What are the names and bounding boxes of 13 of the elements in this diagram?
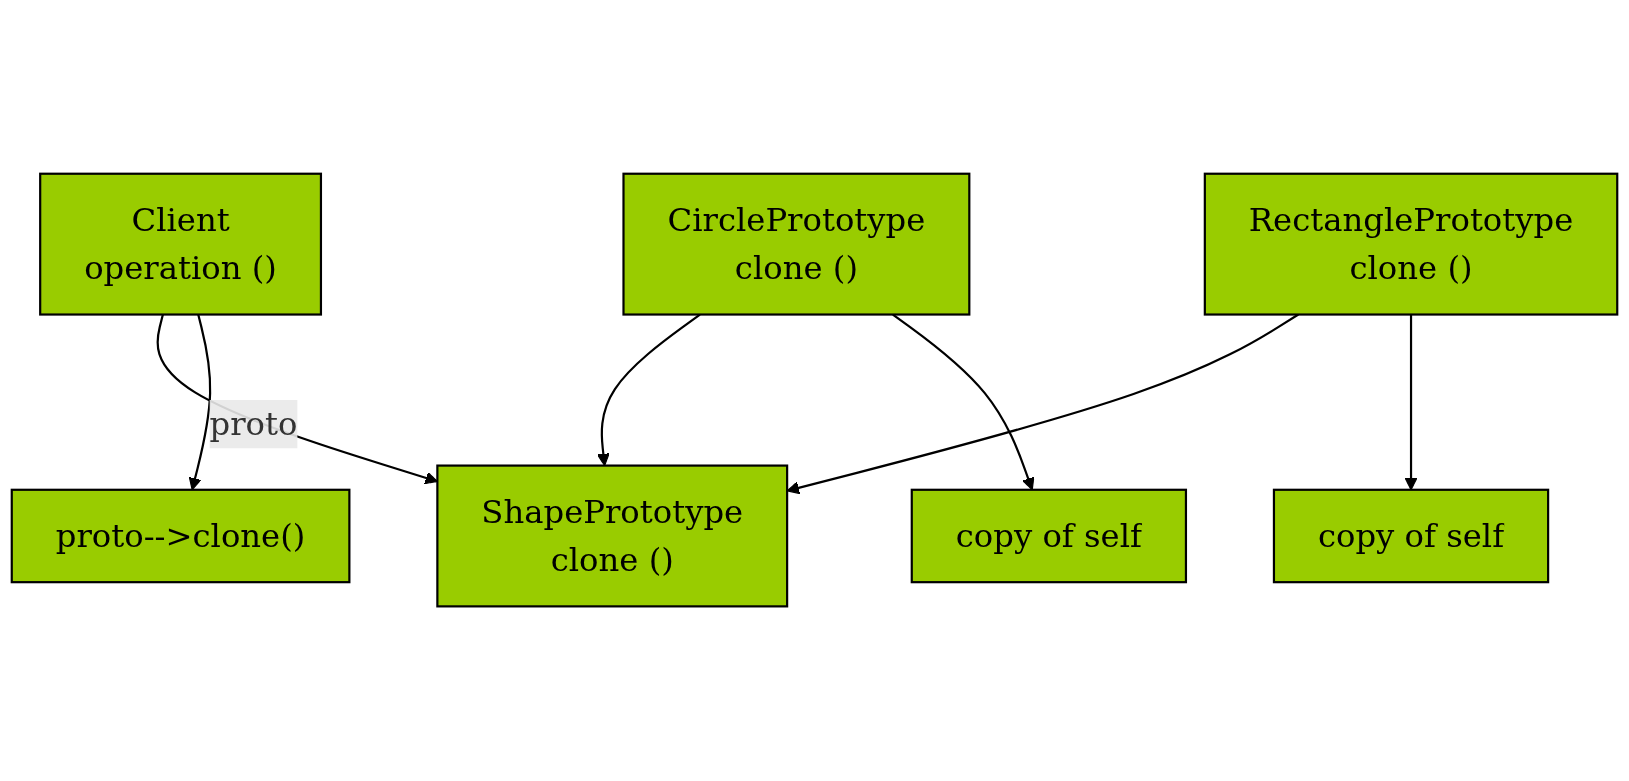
node-box: Client operation () bbox=[39, 173, 323, 317]
node-box: RectanglePrototype clone () bbox=[1203, 173, 1619, 317]
arrow bbox=[156, 314, 438, 485]
node-box: copy of self bbox=[910, 489, 1188, 584]
arrow bbox=[596, 314, 701, 467]
node-box: copy of self bbox=[1272, 489, 1550, 584]
arrow bbox=[1404, 314, 1418, 491]
edge-label: proto bbox=[209, 406, 298, 443]
node-box: ShapePrototype clone () bbox=[436, 464, 789, 608]
arrow bbox=[892, 314, 1035, 491]
node-box: CirclePrototype clone () bbox=[622, 173, 971, 317]
node-box: proto-->clone() bbox=[10, 489, 351, 584]
arrow bbox=[188, 314, 212, 491]
